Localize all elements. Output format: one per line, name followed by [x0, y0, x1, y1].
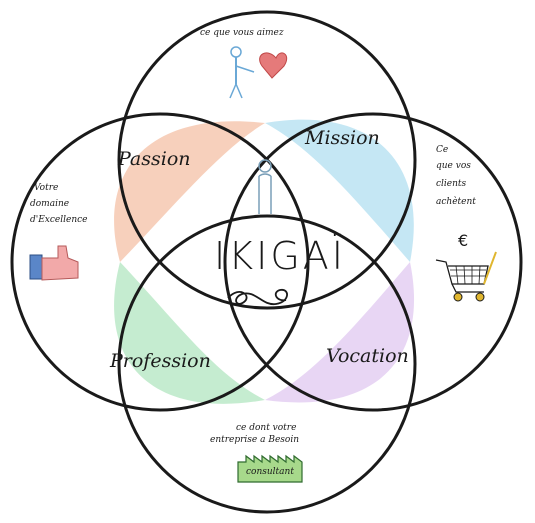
left-circle-line1: Votre	[34, 183, 59, 193]
vocation-label: Vocation	[326, 345, 409, 367]
mission-label: Mission	[305, 127, 380, 149]
center-person-icon	[258, 159, 272, 214]
right-circle-line2: que vos	[436, 161, 471, 171]
mission-petal	[265, 119, 414, 262]
profession-label: Profession	[110, 350, 211, 372]
passion-petal	[114, 121, 265, 262]
bottom-circle-line1: ce dont votre	[236, 423, 297, 433]
vocation-petal	[265, 262, 415, 403]
person-with-heart-icon	[229, 46, 288, 99]
top-circle-text: ce que vous aimez	[200, 28, 284, 38]
right-circle-line4: achètent	[436, 197, 476, 207]
swirl-ornament	[227, 289, 288, 305]
profession-petal	[114, 262, 265, 404]
circle-left	[10, 112, 310, 412]
left-circle-line3: d'Excellence	[30, 215, 88, 225]
thumbs-up-icon	[29, 245, 79, 281]
factory-icon	[237, 454, 303, 483]
circle-bottom	[117, 214, 417, 514]
circle-top	[117, 10, 417, 310]
consultant-badge-label: consultant	[246, 467, 294, 477]
left-circle-line2: domaine	[30, 199, 70, 209]
shopping-cart-euro-icon: €	[435, 231, 497, 302]
svg-text:€: €	[458, 231, 468, 250]
passion-label: Passion	[118, 148, 191, 170]
circle-right	[223, 112, 523, 412]
bottom-circle-line2: entreprise a Besoin	[210, 435, 299, 445]
right-circle-line1: Ce	[436, 145, 449, 155]
ikigai-title: IKIGAÏ	[214, 234, 346, 278]
right-circle-line3: clients	[436, 179, 467, 189]
